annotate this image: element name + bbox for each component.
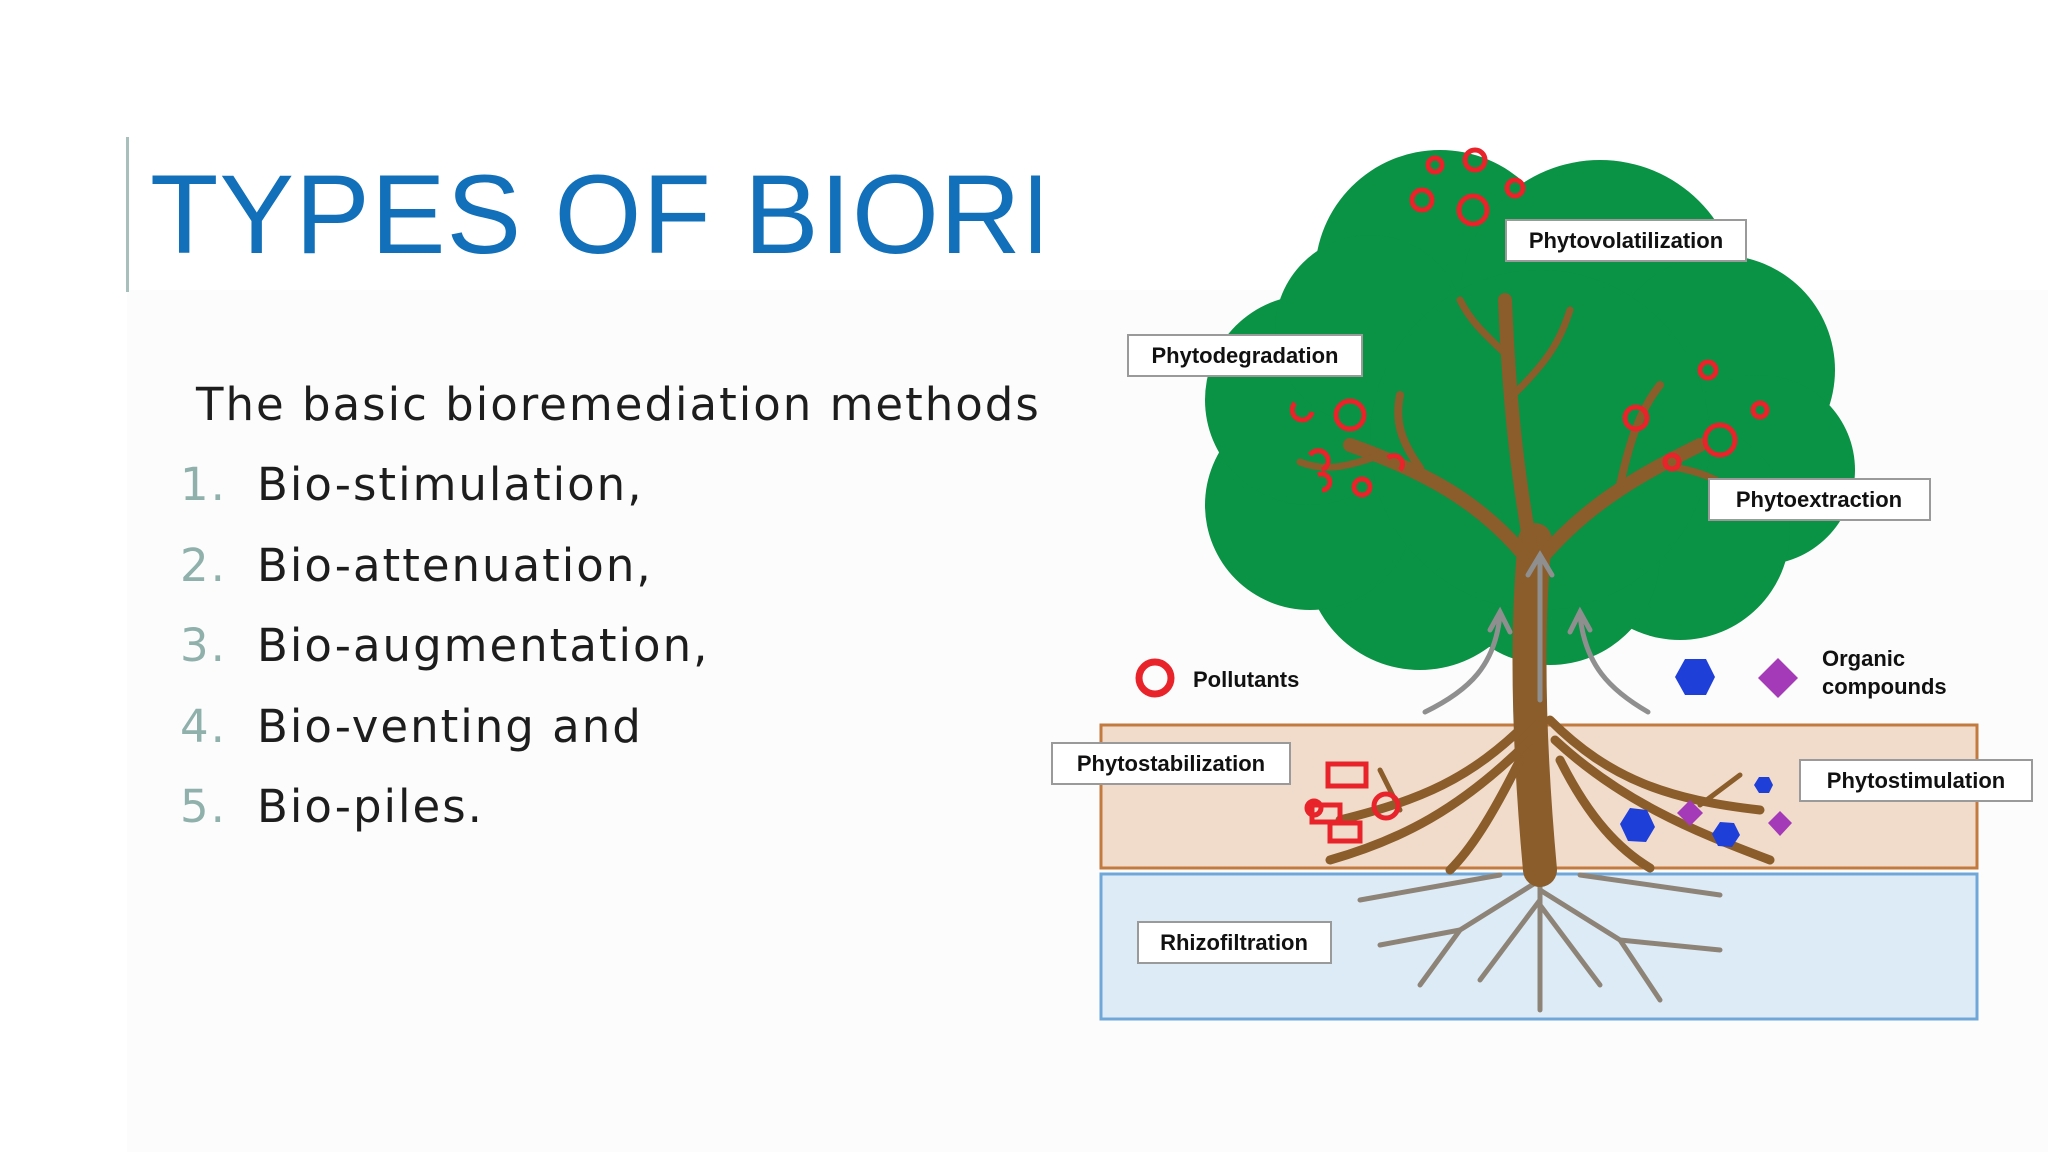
title-container: TYPES OF BIOREMEDIATION <box>150 150 1040 280</box>
slide-title: TYPES OF BIOREMEDIATION <box>150 152 1040 277</box>
water-roots <box>1357 865 1723 1013</box>
label-phytodegradation: Phytodegradation <box>1127 334 1363 377</box>
list-item-text: Bio-stimulation, <box>257 458 644 511</box>
pollutant-rings <box>1289 147 1770 498</box>
uptake-arrows <box>1422 550 1651 715</box>
hexagon-legend-icon <box>1675 659 1715 695</box>
soil-roots <box>1325 715 1775 875</box>
svg-text:Rhizofiltration: Rhizofiltration <box>1160 930 1308 955</box>
title-accent-bar <box>126 137 129 292</box>
diamond-legend-icon <box>1758 658 1798 698</box>
list-item-text: Bio-venting and <box>257 699 643 753</box>
label-phytovolatilization: Phytovolatilization <box>1505 219 1747 262</box>
pollutant-legend-icon <box>1135 658 1175 698</box>
label-rhizofiltration: Rhizofiltration <box>1137 921 1332 964</box>
label-phytostabilization: Phytostabilization <box>1051 742 1291 785</box>
list-item-text: Bio-augmentation, <box>257 619 710 672</box>
svg-text:Phytovolatilization: Phytovolatilization <box>1529 228 1723 253</box>
label-phytostimulation: Phytostimulation <box>1799 759 2033 802</box>
label-organic: Organic <box>1822 646 1905 671</box>
svg-text:Phytostimulation: Phytostimulation <box>1827 768 2005 793</box>
list-number: 1. <box>180 458 227 511</box>
list-item-text: Bio-piles. <box>257 780 484 833</box>
list-number: 3. <box>180 619 227 672</box>
list-number: 4. <box>180 699 227 753</box>
label-pollutants: Pollutants <box>1193 667 1299 692</box>
list-item-text: Bio-attenuation, <box>257 538 653 592</box>
soil-pollutants <box>1304 761 1401 844</box>
soil-organics <box>1620 777 1792 847</box>
svg-text:Phytostabilization: Phytostabilization <box>1077 751 1265 776</box>
phytoremediation-diagram: Phytovolatilization Phytodegradation Phy… <box>1051 147 2033 1021</box>
intro-text: The basic bioremediation methods are: <box>196 378 1040 431</box>
body-text-container: The basic bioremediation methods are: 1.… <box>150 370 1040 850</box>
label-phytoextraction: Phytoextraction <box>1708 478 1931 521</box>
svg-text:Phytoextraction: Phytoextraction <box>1736 487 1902 512</box>
label-compounds: compounds <box>1822 674 1947 699</box>
svg-text:Phytodegradation: Phytodegradation <box>1151 343 1338 368</box>
list-number: 5. <box>180 780 227 833</box>
list-number: 2. <box>180 538 227 592</box>
